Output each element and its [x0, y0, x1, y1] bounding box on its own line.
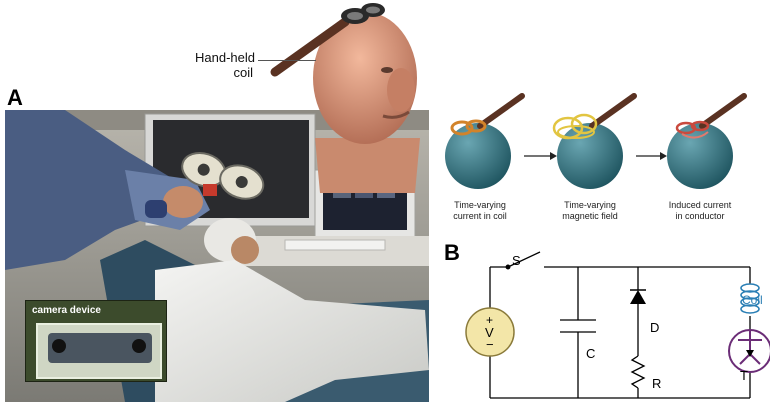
camera-device-image — [36, 323, 162, 379]
arrow-2-icon — [636, 152, 667, 160]
voltage-source — [465, 307, 515, 357]
sphere-1 — [445, 123, 511, 189]
transistor-label: T — [740, 368, 748, 383]
coil-1-icon — [450, 93, 525, 136]
coil-symbol — [740, 283, 760, 314]
hand-held-coil-label: Hand-held coil — [175, 50, 255, 80]
sphere-2 — [557, 123, 623, 189]
switch-label: S — [512, 253, 521, 268]
camera-inset: camera device — [25, 300, 167, 382]
sphere-3 — [667, 123, 733, 189]
hand-held-label-line1: Hand-held — [195, 50, 255, 65]
capacitor-label: C — [586, 346, 596, 361]
source-v-label: V — [485, 325, 494, 340]
coil-leader-line — [258, 60, 316, 61]
diode-symbol — [630, 290, 646, 304]
transistor-symbol — [728, 329, 770, 373]
panel-a-letter: A — [7, 85, 23, 110]
coil-label: Coil — [742, 293, 763, 307]
resistor-label: R — [652, 376, 662, 391]
mechanism-diagram — [445, 93, 747, 189]
panel-b-letter: B — [444, 240, 460, 265]
source-minus-label: − — [486, 337, 494, 352]
camera-device-label: camera device — [32, 305, 101, 316]
hand-held-label-line2: coil — [233, 65, 253, 80]
diode-label: D — [650, 320, 660, 335]
hand-held-coil-icon — [270, 3, 385, 77]
head-model — [313, 12, 420, 193]
circuit-diagram — [465, 251, 770, 399]
arrow-1-icon — [524, 152, 557, 160]
source-plus-label: + — [486, 313, 494, 327]
coil-3-icon — [675, 93, 747, 139]
coil-2-icon — [552, 93, 637, 140]
